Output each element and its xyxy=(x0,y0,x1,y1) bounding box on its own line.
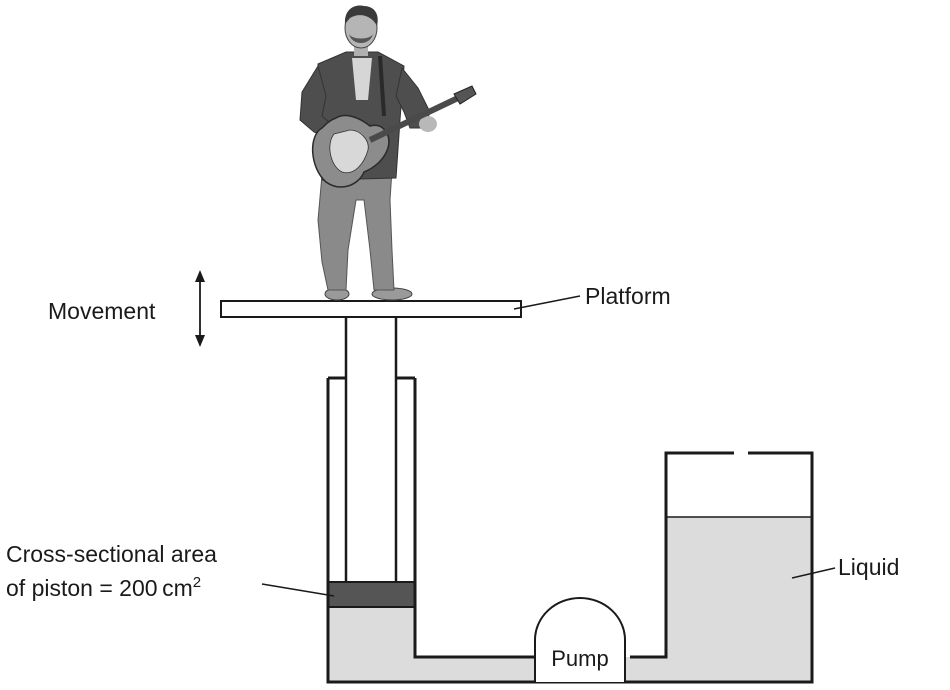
legs xyxy=(317,169,395,291)
guitar-neck xyxy=(368,95,460,143)
guitar-strap xyxy=(378,55,386,117)
piston-area-label-line1: Cross-sectional area xyxy=(6,541,217,567)
guitar-headstock xyxy=(453,85,477,105)
piston-leader-line xyxy=(261,583,335,597)
liquid-leader-line xyxy=(791,567,836,579)
platform-leader-line xyxy=(513,295,581,310)
liquid-label: Liquid xyxy=(838,554,899,580)
liquid-right-tank xyxy=(666,517,812,682)
right-hand xyxy=(419,116,437,132)
piston-area-unit-superscript: 2 xyxy=(193,574,201,591)
pump-housing xyxy=(534,597,626,682)
piston xyxy=(327,581,416,608)
platform xyxy=(220,300,522,318)
beard xyxy=(349,34,373,43)
hair xyxy=(344,5,378,26)
movement-label: Movement xyxy=(48,298,156,324)
pickguard xyxy=(329,129,369,174)
vessel-outline xyxy=(326,378,814,684)
undershirt xyxy=(352,58,372,100)
piston-area-label-line2: of piston = 200 cm2 xyxy=(6,574,201,601)
piston-area-value: of piston = 200 cm xyxy=(6,575,193,601)
piston-rod xyxy=(344,317,398,582)
movement-arrow xyxy=(195,270,205,347)
platform-label: Platform xyxy=(585,283,671,309)
pump-label: Pump xyxy=(551,646,608,671)
guitarist-figure xyxy=(299,5,477,301)
